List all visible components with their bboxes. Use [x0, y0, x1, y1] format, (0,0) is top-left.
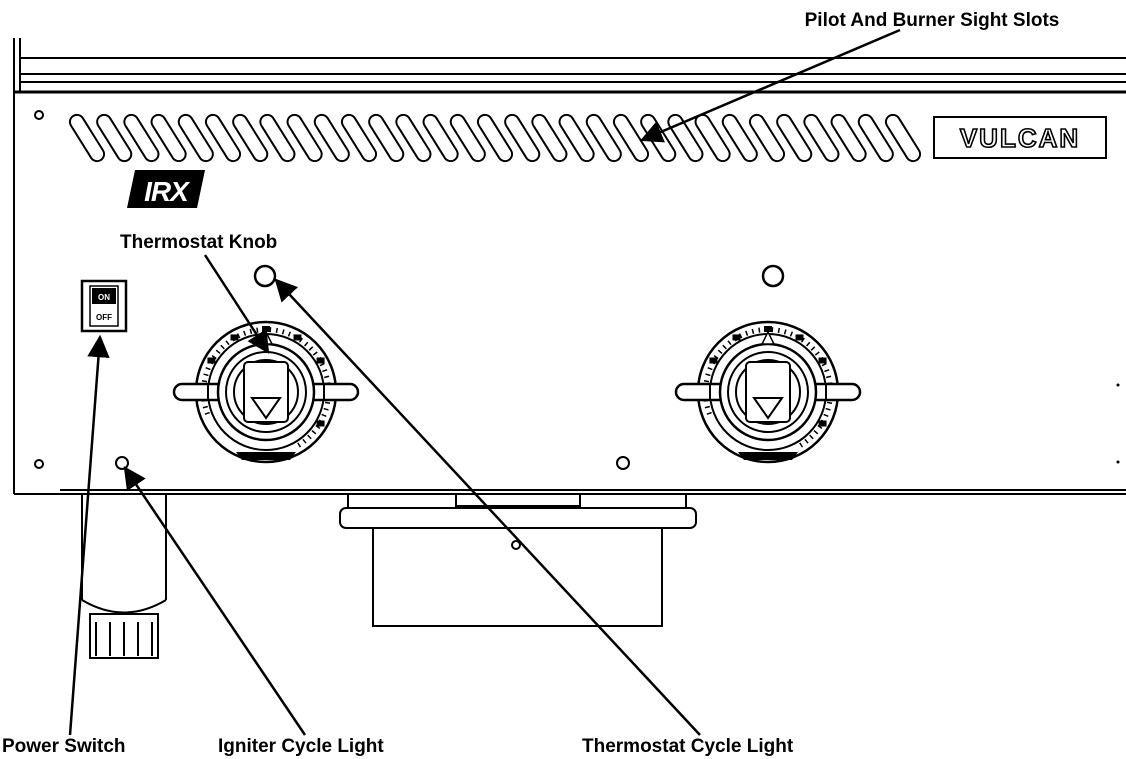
thermostat-cycle-lights [253, 264, 785, 288]
igniter-cycle-light-left [115, 456, 129, 470]
label-igniter-light: Igniter Cycle Light [218, 736, 384, 757]
sight-slot [776, 113, 813, 163]
sight-slot [204, 113, 242, 163]
sight-slot [476, 113, 514, 163]
sight-slot [368, 113, 405, 163]
thermostat-knob-right[interactable] [674, 320, 862, 464]
irx-badge-text: IRX [144, 176, 191, 207]
leader-thermostat-light [274, 278, 701, 736]
callout-leaders [68, 28, 901, 736]
igniter-cycle-light-right [616, 456, 630, 470]
gas-regulator [81, 494, 167, 659]
screw-bottom-left [34, 459, 44, 469]
sight-slot [531, 113, 568, 163]
leader-thermostat-knob [203, 254, 270, 354]
sight-slot [259, 113, 296, 163]
label-thermostat-light: Thermostat Cycle Light [582, 736, 794, 757]
sight-slot [395, 113, 432, 163]
top-rail [14, 57, 1126, 94]
screw-top-left [34, 110, 44, 120]
irx-badge: IRX [127, 170, 205, 208]
sight-slot [612, 113, 650, 163]
switch-off-label: OFF [96, 313, 112, 322]
sight-slot [558, 113, 595, 163]
thermostat-knob-left[interactable] [172, 320, 360, 464]
right-edge-marks [1116, 383, 1120, 464]
mounting-screws [34, 110, 44, 469]
thermostat-cycle-light-right [761, 264, 785, 288]
leader-igniter-light [123, 466, 307, 736]
sight-slots [68, 113, 922, 163]
power-switch[interactable]: ON OFF [80, 279, 128, 333]
sight-slot [313, 113, 350, 163]
sight-slot [803, 113, 840, 163]
sight-slot [857, 113, 894, 163]
vulcan-logo: VULCAN [933, 116, 1107, 159]
sight-slot [748, 113, 786, 163]
sight-slot [504, 113, 541, 163]
sight-slot [123, 113, 160, 163]
sight-slot [721, 113, 758, 163]
sight-slot [422, 113, 459, 163]
vulcan-logo-text: VULCAN [960, 123, 1080, 153]
sight-slot [150, 113, 187, 163]
leader-power-switch [68, 334, 110, 736]
sight-slot [449, 113, 486, 163]
sight-slot [96, 113, 133, 163]
grease-tray [339, 493, 697, 627]
leader-pilot-slots [639, 28, 901, 143]
panel-left-edge [13, 38, 21, 494]
label-pilot-slots: Pilot And Burner Sight Slots [805, 10, 1060, 31]
sight-slot [232, 113, 269, 163]
sight-slot [177, 113, 214, 163]
sight-slot [830, 113, 867, 163]
sight-slot [286, 113, 323, 163]
sight-slot [340, 113, 378, 163]
sight-slot [68, 113, 106, 163]
sight-slot [884, 113, 922, 163]
label-thermostat-knob: Thermostat Knob [120, 232, 277, 253]
thermostat-cycle-light-left [253, 264, 277, 288]
label-power-switch: Power Switch [2, 736, 126, 757]
sight-slot [585, 113, 622, 163]
igniter-cycle-lights [115, 456, 630, 470]
switch-on-label: ON [98, 293, 110, 302]
